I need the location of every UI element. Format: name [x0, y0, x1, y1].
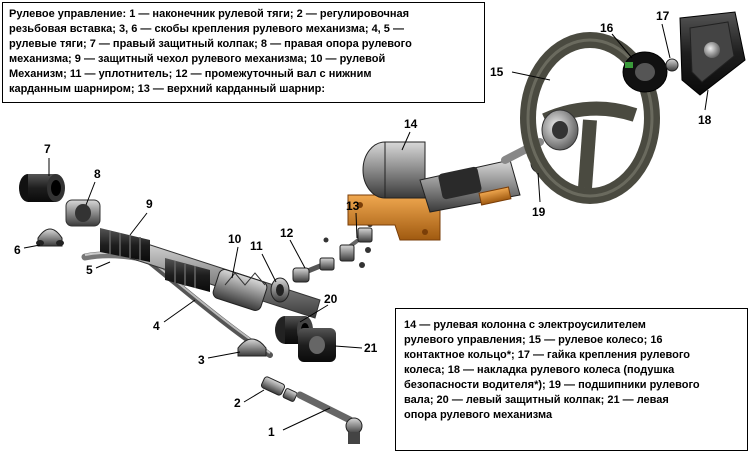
callout-7: 7 — [44, 142, 51, 156]
steering-wheel-15 — [520, 32, 660, 204]
seal-11 — [270, 277, 290, 303]
callout-18: 18 — [698, 113, 712, 127]
callout-16: 16 — [600, 21, 614, 35]
right-protective-cap-7 — [19, 174, 65, 202]
callout-17: 17 — [656, 9, 670, 23]
legend-bottom-line: контактное кольцо*; 17 — гайка крепления… — [404, 349, 691, 361]
airbag-cover-18 — [679, 11, 746, 96]
legend-bottom-line: колеса; 18 — накладка рулевого колеса (п… — [404, 364, 675, 376]
intermediate-shaft-12 — [292, 237, 335, 283]
leader-lines — [23, 23, 709, 431]
callout-14: 14 — [404, 117, 418, 131]
legend-bottom-line: вала; 20 — левый защитный колпак; 21 — л… — [404, 394, 669, 406]
callout-6: 6 — [14, 243, 21, 257]
callout-5: 5 — [86, 263, 93, 277]
callout-19: 19 — [532, 205, 546, 219]
protective-boot-9 — [100, 228, 210, 292]
legend-bottom-line: опора рулевого механизма — [404, 409, 553, 421]
callout-2: 2 — [234, 396, 241, 410]
legend-bottom-line: безопасности водителя*); 19 — подшипники… — [404, 379, 700, 391]
adjusting-insert-2 — [260, 376, 298, 402]
callout-12: 12 — [280, 226, 294, 240]
legend-top-line: механизма; 9 — защитный чехол рулевого м… — [9, 53, 386, 65]
legend-top-line: карданным шарниром; 13 — верхний карданн… — [9, 83, 326, 95]
callout-15: 15 — [490, 65, 504, 79]
callout-11: 11 — [250, 239, 263, 253]
legend-top: Рулевое управление: 1 — наконечник рулев… — [2, 2, 485, 103]
legend-top-line: Рулевое управление: 1 — наконечник рулев… — [9, 8, 410, 20]
callout-20: 20 — [324, 292, 338, 306]
callout-8: 8 — [94, 167, 101, 181]
legend-top-line: резьбовая вставка; 3, 6 — скобы креплени… — [9, 23, 404, 35]
legend-bottom-line: 14 — рулевая колонна с электроусилителем — [404, 319, 646, 331]
legend-bottom-line: рулевого управления; 15 — рулевое колесо… — [404, 334, 663, 346]
left-support-21 — [298, 328, 336, 362]
callout-3: 3 — [198, 353, 205, 367]
callout-4: 4 — [153, 319, 160, 333]
callout-9: 9 — [146, 197, 153, 211]
callout-21: 21 — [364, 341, 378, 355]
bracket-6 — [36, 228, 64, 247]
steering-column-14 — [347, 138, 544, 241]
right-support-8 — [65, 199, 101, 227]
wheel-nut-17 — [665, 58, 679, 72]
bracket-3 — [237, 338, 267, 357]
callout-1: 1 — [268, 425, 275, 439]
legend-top-line: Механизм; 11 — уплотнитель; 12 — промежу… — [9, 68, 372, 80]
tie-rod-end-1 — [296, 391, 363, 444]
legend-top-line: рулевые тяги; 7 — правый защитный колпак… — [9, 38, 412, 50]
callout-10: 10 — [228, 232, 242, 246]
contact-ring-16 — [622, 51, 668, 93]
legend-bottom: 14 — рулевая колонна с электроусилителем… — [395, 308, 748, 451]
callout-13: 13 — [346, 199, 360, 213]
steering-rack-10 — [129, 239, 321, 319]
